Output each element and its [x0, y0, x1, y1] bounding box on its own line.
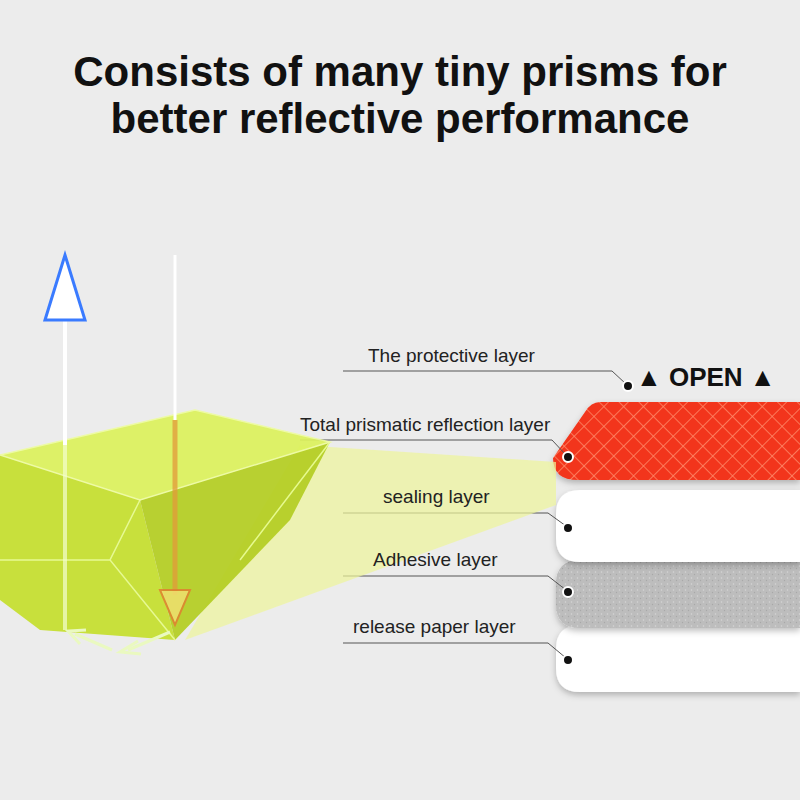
open-tab: ▲ OPEN ▲: [636, 362, 776, 393]
leader-line: [343, 576, 566, 590]
page-title: Consists of many tiny prisms for better …: [20, 48, 780, 142]
reflect-arrow: [128, 632, 170, 650]
release-paper-strip: [556, 625, 800, 692]
reflect-arrow-head: [68, 630, 86, 644]
arrow-inside: [173, 420, 178, 595]
reflect-arrow-head: [120, 641, 141, 654]
leader-dot: [563, 655, 573, 665]
sealing-strip: [556, 490, 800, 562]
layer-label: sealing layer: [383, 486, 490, 509]
prismatic-strip: [553, 402, 800, 480]
leader-dot: [623, 381, 633, 391]
blue-arrow: [45, 255, 85, 630]
adhesive-strip: [556, 560, 800, 628]
arrow-core: [63, 300, 67, 445]
leader-dot: [563, 523, 573, 533]
layer-strips: [553, 402, 800, 692]
reflect-arrow: [75, 634, 112, 650]
leader-dots: [563, 381, 633, 665]
arrow-glow: [61, 300, 70, 445]
arrow-glow: [171, 255, 180, 420]
prism-edge: [0, 410, 330, 500]
prism: [0, 410, 330, 640]
leader-dot: [563, 452, 573, 462]
layer-label: release paper layer: [353, 616, 516, 639]
layer-label: Total prismatic reflection layer: [300, 414, 550, 437]
leader-line: [343, 643, 566, 658]
red-arrow: [160, 255, 190, 625]
arrow-core: [174, 255, 177, 420]
reflect-arrows: [68, 630, 170, 654]
layer-label: Adhesive layer: [373, 549, 498, 572]
arrow-head: [45, 255, 85, 320]
arrow-inside: [63, 445, 67, 630]
layer-label: The protective layer: [368, 345, 535, 368]
arrow-head: [160, 590, 190, 625]
prism-facet: [0, 442, 330, 640]
leader-line: [343, 371, 626, 384]
leader-dot: [563, 587, 573, 597]
